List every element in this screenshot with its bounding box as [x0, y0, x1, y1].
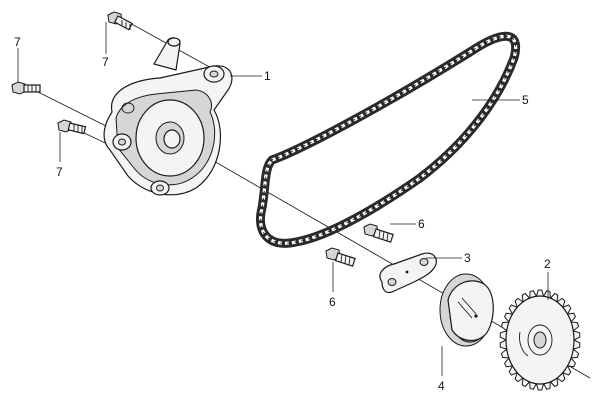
- bolt-top-icon: [107, 11, 133, 31]
- callout-2: 2: [544, 257, 551, 271]
- oil-pump-housing-icon: [103, 37, 233, 196]
- plate-icon: [379, 252, 437, 294]
- callout-6a: 6: [418, 217, 425, 231]
- callout-7b: 7: [14, 35, 21, 49]
- bolt-lower-icon: [57, 119, 87, 135]
- driven-sprocket-icon: [499, 289, 581, 391]
- callout-3: 3: [464, 251, 471, 265]
- callout-4: 4: [438, 379, 445, 393]
- pump-rotor-icon: [439, 273, 494, 347]
- callout-7c: 7: [56, 165, 63, 179]
- callout-7a: 7: [102, 55, 109, 69]
- drive-chain-icon: [256, 31, 521, 248]
- callout-1: 1: [264, 69, 271, 83]
- bolt-left-icon: [11, 81, 41, 95]
- bolt-upper-6-icon: [363, 223, 394, 243]
- callout-6b: 6: [329, 295, 336, 309]
- callout-5: 5: [522, 93, 529, 107]
- assembly-axis-bolt-left: [37, 91, 119, 133]
- bolt-lower-6-icon: [325, 247, 356, 267]
